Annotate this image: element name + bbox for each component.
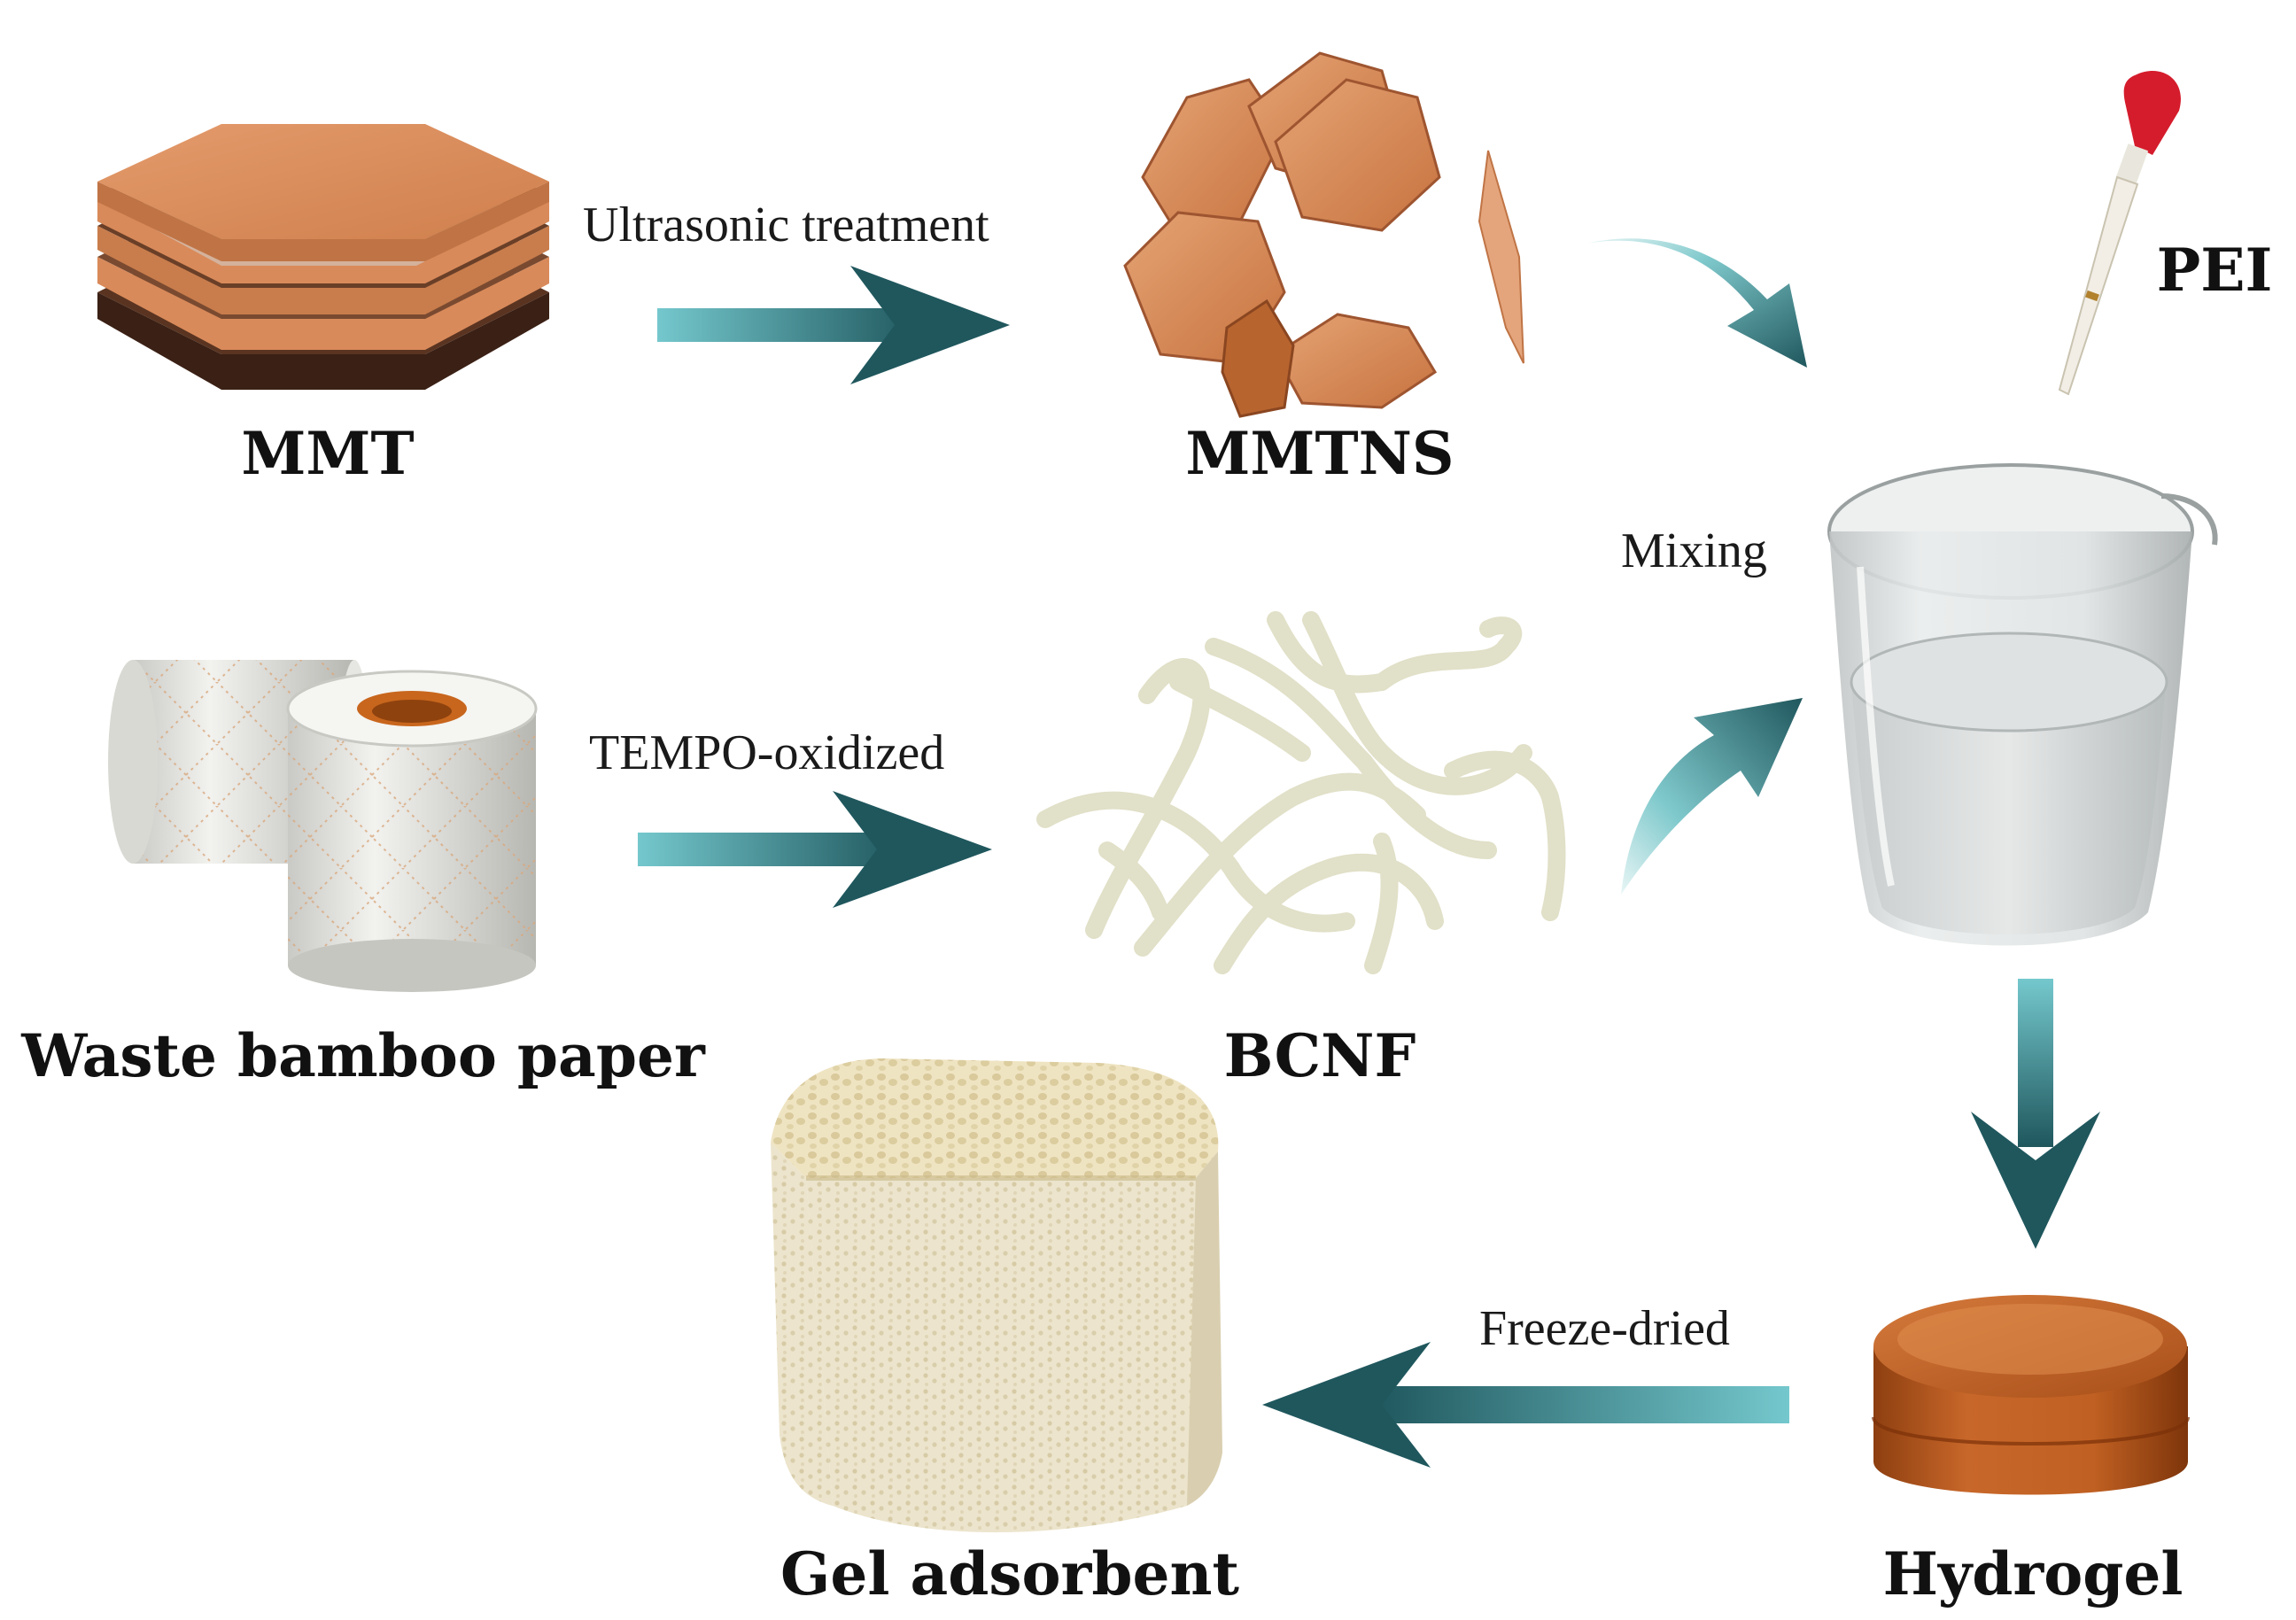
pei-label: PEI [2157, 236, 2273, 305]
arrow-mmtns-to-beaker [1586, 238, 1807, 368]
paper-roll-icon [108, 660, 538, 992]
mmt-label: MMT [241, 419, 414, 488]
waste-paper-label: Waste bamboo paper [20, 1021, 706, 1090]
porous-cube-icon [771, 1058, 1222, 1532]
mixing-step-label: Mixing [1621, 523, 1767, 578]
tempo-step-label: TEMPO-oxidized [589, 725, 944, 780]
arrow-down-to-hydrogel [1971, 979, 2100, 1249]
ultrasonic-step-label: Ultrasonic treatment [583, 198, 989, 252]
bcnf-fibers-icon [1036, 611, 1566, 974]
mmt-stack-icon [97, 124, 549, 390]
arrow-freeze-dried [1262, 1342, 1789, 1468]
arrow-tempo [638, 791, 992, 908]
beaker-icon [1827, 463, 2218, 946]
arrow-ultrasonic [657, 266, 1010, 384]
mmtns-label: MMTNS [1185, 419, 1454, 488]
gel-adsorbent-label: Gel adsorbent [780, 1539, 1239, 1608]
arrow-bcnf-to-beaker [1621, 698, 1803, 895]
freeze-dried-step-label: Freeze-dried [1479, 1301, 1730, 1356]
hydrogel-disc-icon [1872, 1295, 2190, 1495]
mmtns-sheets-icon [1123, 51, 1524, 418]
hydrogel-label: Hydrogel [1883, 1539, 2184, 1608]
bcnf-label: BCNF [1224, 1021, 1416, 1090]
dropper-icon [2058, 70, 2181, 396]
